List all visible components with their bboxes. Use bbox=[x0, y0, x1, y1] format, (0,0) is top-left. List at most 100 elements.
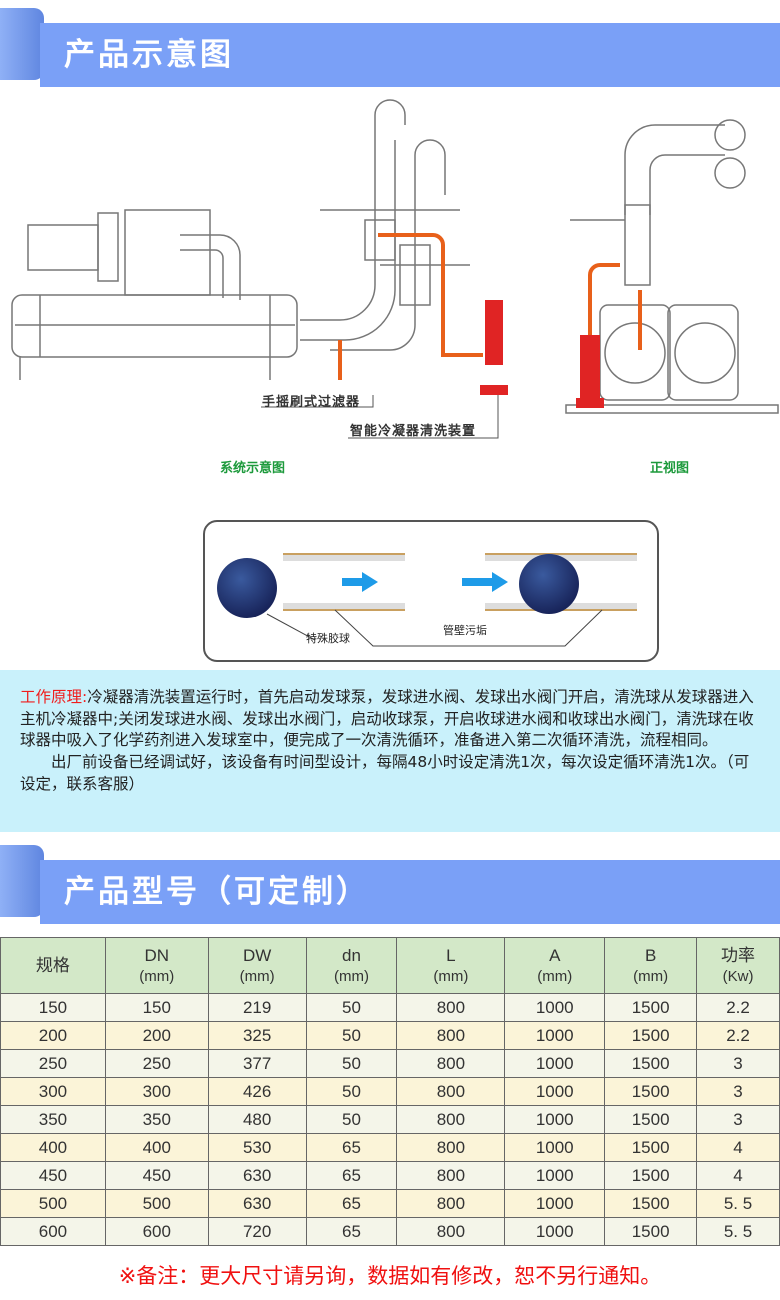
table-cell: 1000 bbox=[504, 1105, 606, 1134]
table-cell: 3 bbox=[696, 1049, 780, 1078]
column-unit: (Kw) bbox=[722, 967, 754, 985]
column-header: DW (mm) bbox=[207, 937, 307, 994]
section-title: 产品示意图 bbox=[64, 37, 234, 73]
table-cell: 1000 bbox=[504, 1049, 606, 1078]
table-cell: 600 bbox=[104, 1217, 209, 1246]
principle-text: 冷凝器清洗装置运行时，首先启动发球泵，发球进水阀、发球出水阀门开启，清洗球从发球… bbox=[20, 688, 754, 750]
ball-diagram bbox=[217, 553, 637, 647]
table-cell: 377 bbox=[207, 1049, 307, 1078]
column-unit: (mm) bbox=[433, 967, 469, 985]
column-header: B(mm) bbox=[604, 937, 698, 994]
banner-bar bbox=[40, 23, 780, 87]
system-caption: 系统示意图 bbox=[220, 461, 286, 476]
table-cell: 150 bbox=[104, 993, 209, 1022]
column-unit: (mm) bbox=[239, 967, 275, 985]
table-cell: 1500 bbox=[604, 1161, 698, 1190]
table-cell: 5. 5 bbox=[696, 1217, 780, 1246]
flow-arrow-icon bbox=[462, 572, 508, 592]
table-cell: 65 bbox=[305, 1133, 398, 1162]
table-cell: 426 bbox=[207, 1077, 307, 1106]
table-cell: 630 bbox=[207, 1161, 307, 1190]
table-cell: 600 bbox=[0, 1217, 106, 1246]
column-name: dn bbox=[342, 945, 361, 965]
table-cell: 50 bbox=[305, 993, 398, 1022]
principle-key: 工作原理: bbox=[20, 688, 88, 706]
table-cell: 200 bbox=[0, 1021, 106, 1050]
footnote: ※备注：更大尺寸请另询，数据如有修改，恕不另行通知。 bbox=[118, 1264, 662, 1288]
table-cell: 1000 bbox=[504, 1133, 606, 1162]
cleaning-device-label: 智能冷凝器清洗装置 bbox=[350, 424, 477, 439]
table-cell: 4 bbox=[696, 1133, 780, 1162]
table-cell: 65 bbox=[305, 1217, 398, 1246]
table-cell: 800 bbox=[396, 1161, 506, 1190]
table-cell: 200 bbox=[104, 1021, 209, 1050]
table-cell: 1500 bbox=[604, 1133, 698, 1162]
table-cell: 1000 bbox=[504, 993, 606, 1022]
banner-tab bbox=[0, 8, 44, 80]
section-title: 产品型号（可定制） bbox=[64, 874, 370, 910]
table-cell: 50 bbox=[305, 1021, 398, 1050]
table-cell: 1500 bbox=[604, 1021, 698, 1050]
column-unit: (mm) bbox=[537, 967, 573, 985]
table-cell: 325 bbox=[207, 1021, 307, 1050]
principle-text-2: 出厂前设备已经调试好，该设备有时间型设计，每隔48小时设定清洗1次，每次设定循环… bbox=[20, 753, 750, 793]
table-cell: 350 bbox=[104, 1105, 209, 1134]
table-cell: 350 bbox=[0, 1105, 106, 1134]
table-cell: 1000 bbox=[504, 1217, 606, 1246]
table-cell: 50 bbox=[305, 1077, 398, 1106]
condenser-system-drawing bbox=[11, 99, 779, 439]
rubber-ball-label: 特殊胶球 bbox=[306, 632, 350, 645]
table-cell: 800 bbox=[396, 993, 506, 1022]
table-cell: 65 bbox=[305, 1189, 398, 1218]
column-unit: (mm) bbox=[334, 967, 369, 985]
table-cell: 4 bbox=[696, 1161, 780, 1190]
pipe-scale-label: 管壁污垢 bbox=[443, 624, 487, 637]
column-header: dn (mm) bbox=[305, 937, 398, 994]
working-principle: 工作原理:冷凝器清洗装置运行时，首先启动发球泵，发球进水阀、发球出水阀门开启，清… bbox=[0, 670, 780, 832]
table-cell: 1000 bbox=[504, 1189, 606, 1218]
table-cell: 800 bbox=[396, 1049, 506, 1078]
banner-tab bbox=[0, 845, 44, 917]
filter-label: 手摇刷式过滤器 bbox=[262, 395, 361, 410]
table-cell: 1500 bbox=[604, 1189, 698, 1218]
section-banner-diagram: 产品示意图 bbox=[0, 8, 780, 90]
pipe-left bbox=[283, 553, 637, 611]
section-banner-models: 产品型号（可定制） bbox=[0, 845, 780, 927]
table-cell: 5. 5 bbox=[696, 1189, 780, 1218]
table-cell: 219 bbox=[207, 993, 307, 1022]
column-header: L (mm) bbox=[396, 937, 506, 994]
column-name: L bbox=[446, 945, 456, 965]
table-cell: 400 bbox=[0, 1133, 106, 1162]
column-header: DN(mm) bbox=[104, 937, 209, 994]
table-cell: 530 bbox=[207, 1133, 307, 1162]
rubber-ball-icon bbox=[217, 558, 277, 618]
table-cell: 1500 bbox=[604, 1217, 698, 1246]
table-cell: 400 bbox=[104, 1133, 209, 1162]
table-cell: 800 bbox=[396, 1077, 506, 1106]
table-cell: 250 bbox=[104, 1049, 209, 1078]
table-cell: 1500 bbox=[604, 1105, 698, 1134]
rubber-ball-icon bbox=[519, 554, 579, 614]
table-cell: 300 bbox=[0, 1077, 106, 1106]
column-name: DW bbox=[242, 945, 272, 965]
table-cell: 300 bbox=[104, 1077, 209, 1106]
column-unit: (mm) bbox=[139, 967, 175, 985]
table-cell: 450 bbox=[0, 1161, 106, 1190]
column-unit: (mm) bbox=[633, 967, 669, 985]
table-cell: 720 bbox=[207, 1217, 307, 1246]
column-name: 规格 bbox=[35, 956, 70, 975]
column-header: 规格 bbox=[0, 937, 106, 994]
table-cell: 1500 bbox=[604, 993, 698, 1022]
table-cell: 800 bbox=[396, 1133, 506, 1162]
table-cell: 3 bbox=[696, 1077, 780, 1106]
table-cell: 50 bbox=[305, 1105, 398, 1134]
